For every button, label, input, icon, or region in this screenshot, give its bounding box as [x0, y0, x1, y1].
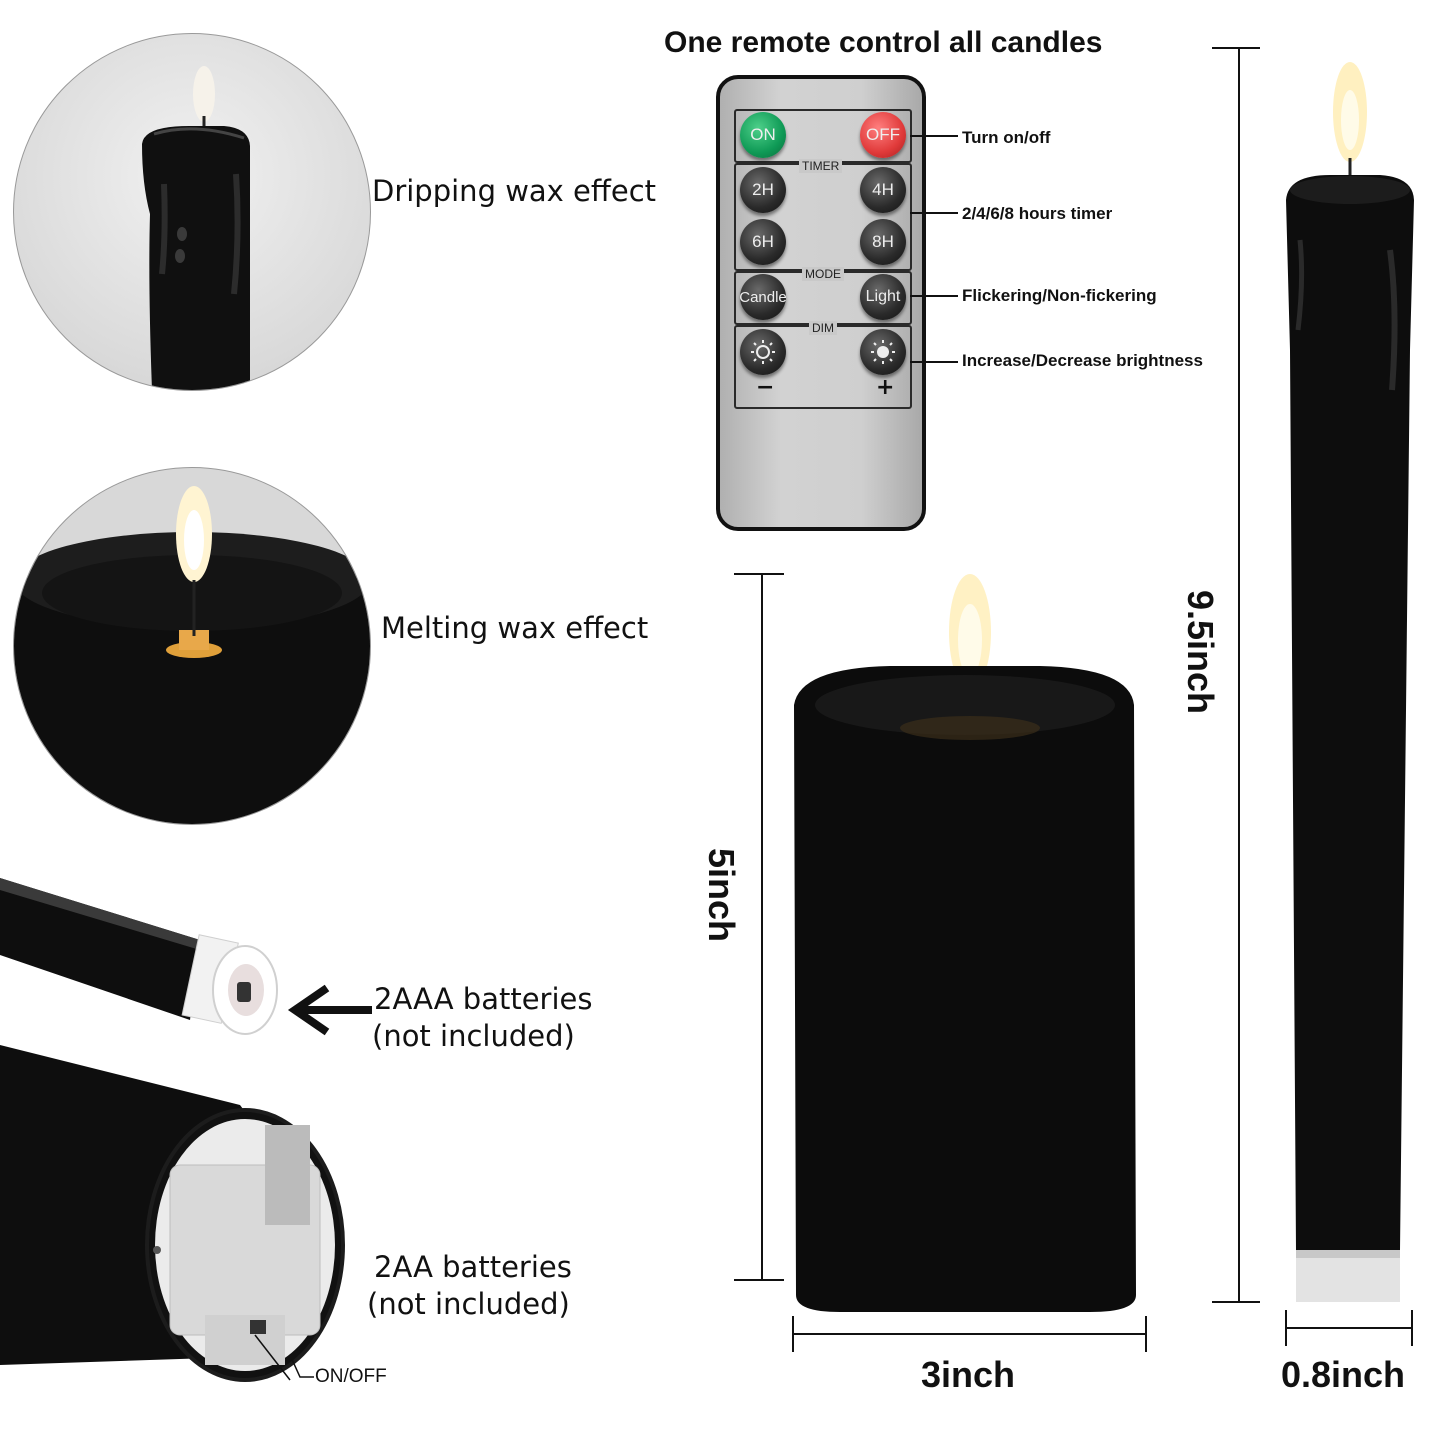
- timer-group-title: TIMER: [799, 159, 843, 173]
- aa-not-included-label: (not included): [367, 1287, 570, 1321]
- aaa-batteries-label: 2AAA batteries: [374, 982, 593, 1016]
- on-off-switch-label: ON/OFF: [315, 1366, 387, 1387]
- taper-battery-cap-photo: [0, 878, 278, 1035]
- switch-leader-line: [289, 1354, 314, 1378]
- dim-plus-label: +: [876, 375, 895, 400]
- dim-minus-label: −: [756, 375, 775, 400]
- pillar-width-label: 3inch: [921, 1354, 1016, 1395]
- remote-on-button[interactable]: ON: [740, 112, 786, 158]
- timer-4h-button[interactable]: 4H: [860, 167, 906, 213]
- taper-width-dimension: [1285, 1310, 1413, 1346]
- pillar-height-label: 5inch: [701, 848, 742, 943]
- dim-increase-button[interactable]: [860, 329, 906, 375]
- timer-2h-button[interactable]: 2H: [740, 167, 786, 213]
- melting-wax-label: Melting wax effect: [381, 611, 649, 645]
- timer-6h-button[interactable]: 6H: [740, 219, 786, 265]
- mode-group-title: MODE: [802, 267, 844, 281]
- sun-bright-icon: [871, 340, 895, 364]
- remote-off-button[interactable]: OFF: [860, 112, 906, 158]
- sun-dim-icon: [751, 340, 775, 364]
- aa-batteries-label: 2AA batteries: [374, 1250, 572, 1284]
- callout-lines: [910, 135, 958, 363]
- callout-mode: Flickering/Non-fickering: [962, 286, 1157, 305]
- pillar-candle: [794, 574, 1136, 1312]
- dim-decrease-button[interactable]: [740, 329, 786, 375]
- pillar-width-dimension: [792, 1316, 1147, 1352]
- dripping-wax-label: Dripping wax effect: [372, 174, 657, 208]
- pillar-battery-compartment-photo: [0, 1045, 345, 1382]
- page-title: One remote control all candles: [664, 26, 1103, 59]
- taper-candle: [1286, 62, 1414, 1302]
- remote-control: ON OFF TIMER 2H 4H 6H 8H MODE Candle Lig…: [716, 75, 926, 531]
- callout-timer: 2/4/6/8 hours timer: [962, 204, 1113, 223]
- mode-light-button[interactable]: Light: [860, 274, 906, 320]
- aaa-not-included-label: (not included): [372, 1019, 575, 1053]
- taper-height-dimension: [1212, 47, 1260, 1303]
- callout-power: Turn on/off: [962, 128, 1051, 147]
- pillar-height-dimension: [734, 573, 784, 1281]
- taper-width-label: 0.8inch: [1281, 1354, 1406, 1395]
- mode-candle-button[interactable]: Candle: [739, 274, 787, 320]
- dim-group-title: DIM: [809, 321, 837, 335]
- dripping-wax-photo: [13, 33, 371, 391]
- taper-height-label: 9.5inch: [1180, 590, 1221, 715]
- timer-8h-button[interactable]: 8H: [860, 219, 906, 265]
- melting-wax-photo: [13, 467, 371, 825]
- callout-dim: Increase/Decrease brightness: [962, 351, 1203, 370]
